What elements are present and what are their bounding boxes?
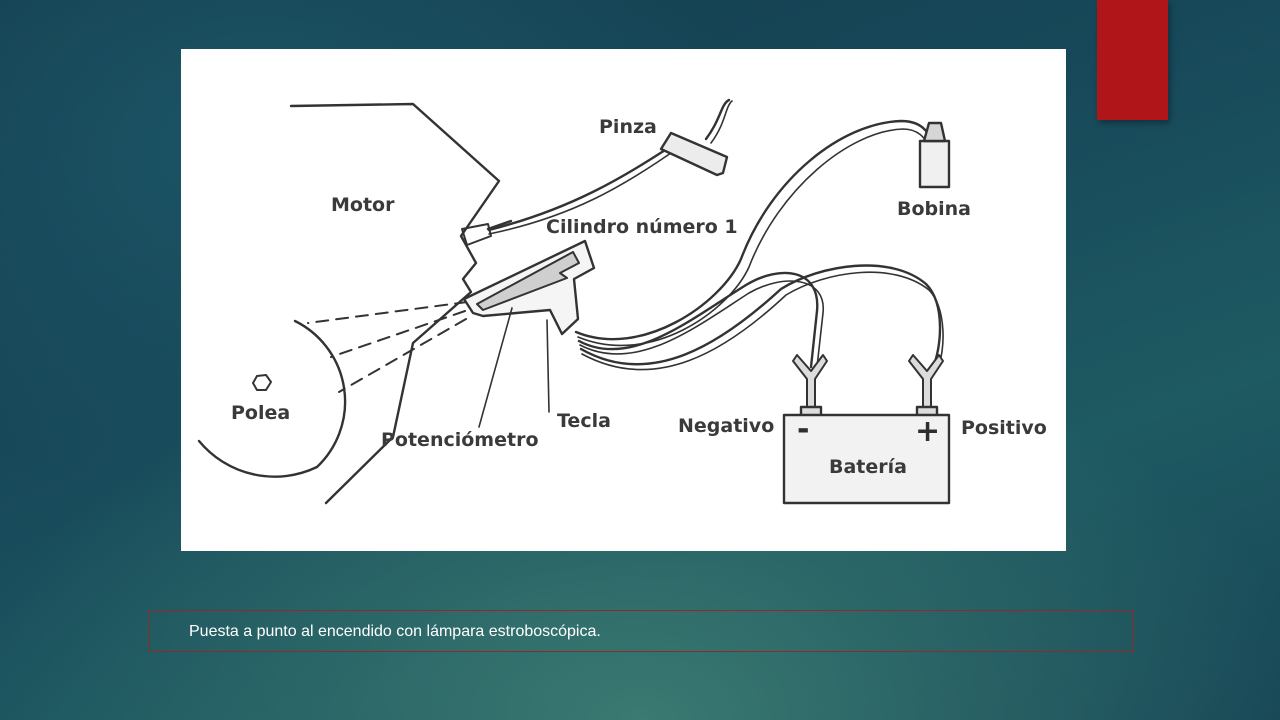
potenciometro-leader [478,307,513,428]
pulley-arc [197,319,347,478]
slide-caption: Puesta a punto al encendido con lámpara … [189,623,601,640]
accent-bar [1097,0,1168,120]
motor-outline [289,102,501,505]
label-bobina: Bobina [897,198,971,220]
timing-light-diagram: Motor Pinza Cilindro número 1 Bobina Pol… [181,49,1066,551]
timing-light-lens [476,251,580,311]
battery-plus-sign: + [915,414,940,449]
clamp-negative [792,354,828,410]
light-beam [307,301,468,393]
label-polea: Polea [231,402,290,424]
label-potenciometro: Potenciómetro [381,429,539,451]
label-tecla: Tecla [557,410,611,432]
clamp-pinza [659,131,729,177]
caption-box: Puesta a punto al encendido con lámpara … [149,610,1134,652]
coil-bobina [918,139,951,189]
cable-bundle-1 [574,119,935,341]
pulley-mark [252,374,272,391]
tecla-leader [546,319,550,413]
spark-plug [461,223,492,246]
label-motor: Motor [331,194,395,216]
wire-clamp-top [704,98,731,141]
label-bateria: Batería [829,456,907,478]
label-pinza: Pinza [599,116,657,138]
wire-plug-to-clamp [487,139,681,232]
clamp-positive [908,354,944,410]
cable-bundle-2 [577,128,930,347]
battery-minus-sign: - [797,412,809,447]
diagram-svg: Motor Pinza Cilindro número 1 Bobina Pol… [197,98,1047,505]
label-negativo: Negativo [678,415,774,437]
label-positivo: Positivo [961,417,1047,439]
battery-body [782,413,951,505]
cable-to-positive [579,264,942,369]
cable-to-negative [577,271,819,369]
label-cilindro: Cilindro número 1 [546,216,738,238]
